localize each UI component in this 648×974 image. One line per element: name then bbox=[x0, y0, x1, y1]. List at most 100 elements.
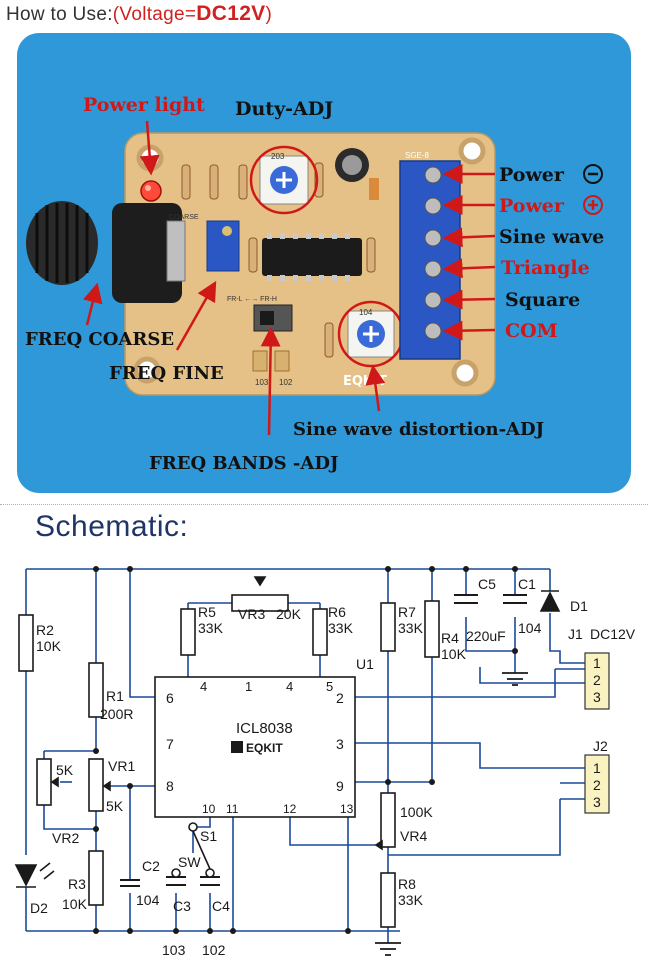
cap-left-silk: 103 bbox=[255, 378, 269, 387]
pin-12: 12 bbox=[283, 802, 297, 816]
label-com: COM bbox=[505, 320, 558, 342]
r2-body bbox=[18, 614, 34, 672]
minus-icon bbox=[583, 164, 603, 184]
fine-trimmer bbox=[206, 220, 240, 272]
j2-pin-3: 3 bbox=[593, 794, 601, 810]
pin-1: 1 bbox=[245, 679, 252, 694]
voltage-value: DC12V bbox=[196, 2, 266, 25]
r6-ref: R6 bbox=[328, 604, 346, 620]
j1-pin-2: 2 bbox=[593, 672, 601, 688]
pin-10: 10 bbox=[202, 802, 216, 816]
r3-body bbox=[88, 850, 104, 906]
pin-2: 2 bbox=[336, 690, 344, 706]
c2-value: 104 bbox=[136, 892, 160, 908]
duty-pot: 203 bbox=[249, 145, 319, 215]
plus-icon bbox=[583, 195, 603, 215]
board-photo-panel: 203 COARSE FR-L ←→ FR-H 103 102 bbox=[17, 33, 631, 493]
schematic-diagram: R2 10K R1 200R VR1 5K 5K VR2 R3 10K D2 C… bbox=[14, 566, 636, 958]
voltage-open: (Voltage= bbox=[112, 4, 197, 25]
r6-body bbox=[312, 608, 328, 656]
r8-ref: R8 bbox=[398, 876, 416, 892]
pot-bottom-code: 104 bbox=[359, 308, 373, 317]
pin-6: 6 bbox=[166, 690, 174, 706]
label-freq-coarse: FREQ COARSE bbox=[25, 329, 174, 350]
sw-label: SW bbox=[178, 854, 201, 870]
j1-pin-1: 1 bbox=[593, 655, 601, 671]
j1-ref: J1 bbox=[568, 626, 583, 642]
vr1-ref: VR1 bbox=[108, 758, 135, 774]
vr2-ref: VR2 bbox=[52, 830, 79, 846]
distortion-pot: 104 bbox=[337, 300, 405, 368]
electrolytic-cap bbox=[335, 148, 379, 200]
r2-value: 10K bbox=[36, 638, 62, 654]
switch-range-silk: FR-L ←→ FR-H bbox=[227, 296, 277, 303]
r7-value: 33K bbox=[398, 620, 424, 636]
coarse-knob: COARSE bbox=[26, 201, 199, 303]
label-sine-wave: Sine wave bbox=[499, 226, 604, 248]
chip-brand-logo-icon bbox=[231, 741, 243, 753]
j2-ref: J2 bbox=[593, 738, 608, 754]
chip-brand: EQKIT bbox=[246, 741, 283, 755]
chip-ref: U1 bbox=[356, 656, 374, 672]
led-d2 bbox=[14, 862, 55, 888]
r7-ref: R7 bbox=[398, 604, 416, 620]
pin-11: 11 bbox=[226, 802, 239, 816]
c1-ref: C1 bbox=[518, 576, 536, 592]
c4-value: 102 bbox=[202, 942, 226, 958]
label-power-minus: Power bbox=[499, 164, 565, 186]
vr4-value: 100K bbox=[400, 804, 433, 820]
c4-ref: C4 bbox=[212, 898, 230, 914]
c2-ref: C2 bbox=[142, 858, 160, 874]
label-square: Square bbox=[505, 289, 580, 311]
pin-5: 5 bbox=[326, 679, 333, 694]
pin-8: 8 bbox=[166, 778, 174, 794]
j2-pin-2: 2 bbox=[593, 777, 601, 793]
r7-body bbox=[380, 602, 396, 652]
r3-ref: R3 bbox=[68, 876, 86, 892]
vr2-body bbox=[36, 758, 52, 806]
r5-ref: R5 bbox=[198, 604, 216, 620]
board-model: SGE-8 bbox=[405, 151, 430, 160]
label-duty-adj: Duty-ADJ bbox=[235, 98, 333, 120]
section-divider bbox=[0, 504, 648, 505]
ic-body bbox=[154, 676, 356, 818]
r6-value: 33K bbox=[328, 620, 354, 636]
r8-value: 33K bbox=[398, 892, 424, 908]
vr1-value: 5K bbox=[106, 798, 124, 814]
r8-body bbox=[380, 872, 396, 928]
d1-ref: D1 bbox=[570, 598, 588, 614]
r4-body bbox=[424, 600, 440, 658]
pin-4b: 4 bbox=[286, 679, 293, 694]
vr4-ref: VR4 bbox=[400, 828, 427, 844]
vr3-value: 20K bbox=[276, 606, 302, 622]
pin-4a: 4 bbox=[200, 679, 207, 694]
cap-right-silk: 102 bbox=[279, 378, 293, 387]
j1-pin-3: 3 bbox=[593, 689, 601, 705]
board-brand: EQKIT bbox=[343, 374, 387, 389]
pin-9: 9 bbox=[336, 778, 344, 794]
label-sine-distortion: Sine wave distortion-ADJ bbox=[293, 419, 544, 440]
r1-body bbox=[88, 662, 104, 718]
how-to-use-label: How to Use: bbox=[6, 4, 113, 25]
terminal-block: SGE-8 bbox=[399, 151, 461, 360]
callout-arrows bbox=[83, 120, 496, 436]
vr1-body bbox=[88, 758, 104, 812]
pot-top-code: 203 bbox=[271, 152, 285, 161]
vr3-body bbox=[231, 594, 289, 612]
chip-name: ICL8038 bbox=[236, 720, 293, 737]
board-illustration: 203 COARSE FR-L ←→ FR-H 103 102 bbox=[25, 94, 604, 474]
capacitor-symbols bbox=[120, 594, 527, 887]
pin-7: 7 bbox=[166, 736, 174, 752]
r4-value: 10K bbox=[441, 646, 467, 662]
pin-13: 13 bbox=[340, 802, 354, 816]
c3-ref: C3 bbox=[173, 898, 191, 914]
schematic-parts bbox=[18, 594, 440, 928]
vr2-value: 5K bbox=[56, 762, 74, 778]
c5-ref: C5 bbox=[478, 576, 496, 592]
pin-3: 3 bbox=[336, 736, 344, 752]
label-power-plus: Power bbox=[499, 195, 565, 217]
connectors bbox=[584, 652, 610, 814]
label-freq-bands: FREQ BANDS -ADJ bbox=[149, 453, 338, 474]
pot-wipers bbox=[50, 576, 383, 851]
r3-value: 10K bbox=[62, 896, 88, 912]
